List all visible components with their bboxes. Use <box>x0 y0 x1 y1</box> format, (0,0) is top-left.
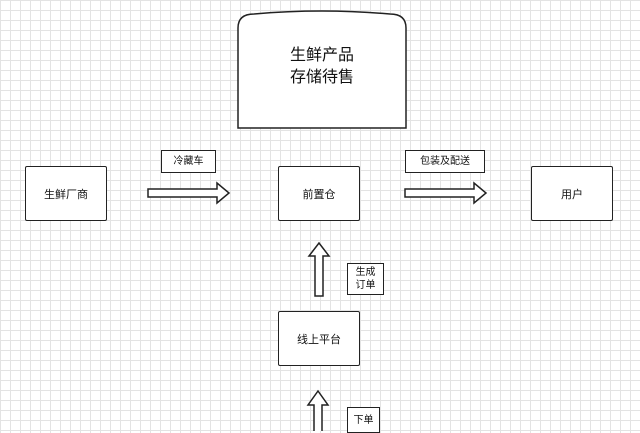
arrow-delivery <box>404 181 488 205</box>
arrow-cold-chain <box>147 181 231 205</box>
edge-label-generate-order-line2: 订单 <box>355 280 376 291</box>
storage-shape <box>237 10 407 129</box>
node-vendor: 生鲜厂商 <box>25 166 107 221</box>
node-warehouse: 前置仓 <box>278 166 360 221</box>
edge-label-generate-order: 生成 订单 <box>347 263 384 295</box>
edge-label-delivery: 包装及配送 <box>405 150 485 173</box>
edge-label-cold-chain: 冷藏车 <box>161 150 216 173</box>
node-user: 用户 <box>531 166 613 221</box>
edge-label-generate-order-line1: 生成 <box>355 267 376 278</box>
arrow-place-order <box>306 389 330 431</box>
storage-label-line1: 生鲜产品 <box>289 45 354 64</box>
node-platform: 线上平台 <box>278 311 360 366</box>
storage-label-line2: 存储待售 <box>289 67 354 86</box>
storage-label: 生鲜产品 存储待售 <box>238 44 406 88</box>
arrow-generate-order <box>307 241 331 297</box>
edge-label-place-order: 下单 <box>347 407 380 433</box>
